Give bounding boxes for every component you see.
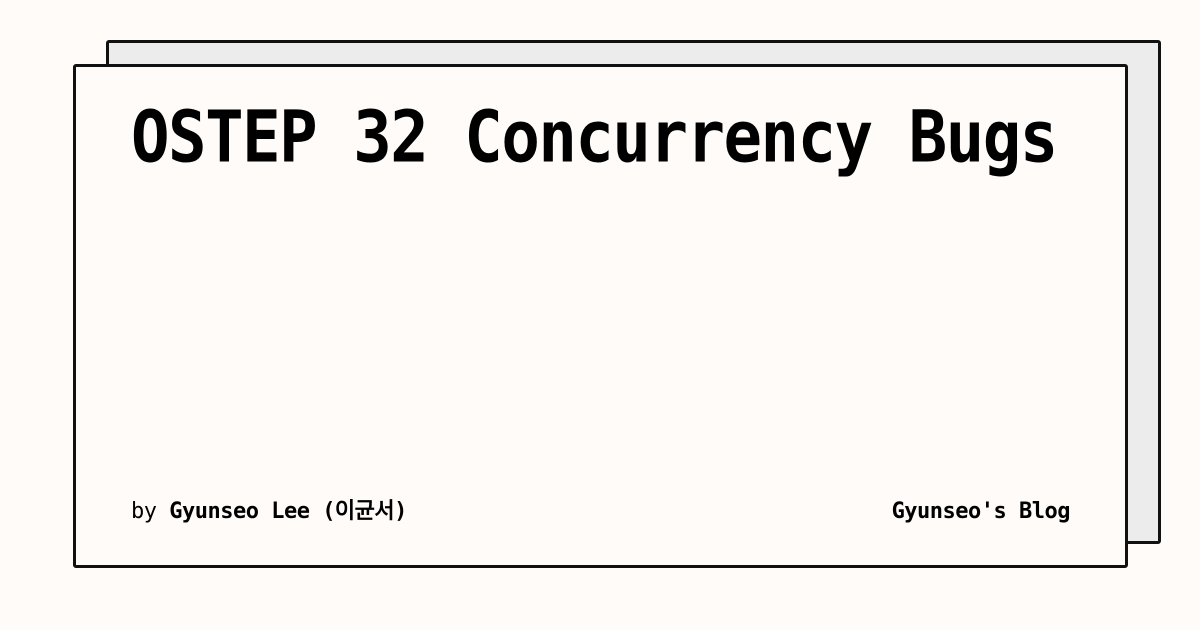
blog-name: Gyunseo's Blog — [891, 499, 1071, 524]
post-card: OSTEP 32 Concurrency Bugs by Gyunseo Lee… — [73, 64, 1128, 568]
card-footer: by Gyunseo Lee (이균서) Gyunseo's Blog — [131, 493, 1071, 525]
author-name: Gyunseo Lee (이균서) — [169, 499, 407, 524]
byline-prefix: by — [131, 499, 157, 524]
post-title: OSTEP 32 Concurrency Bugs — [131, 96, 1058, 180]
byline: by Gyunseo Lee (이균서) — [131, 493, 407, 525]
